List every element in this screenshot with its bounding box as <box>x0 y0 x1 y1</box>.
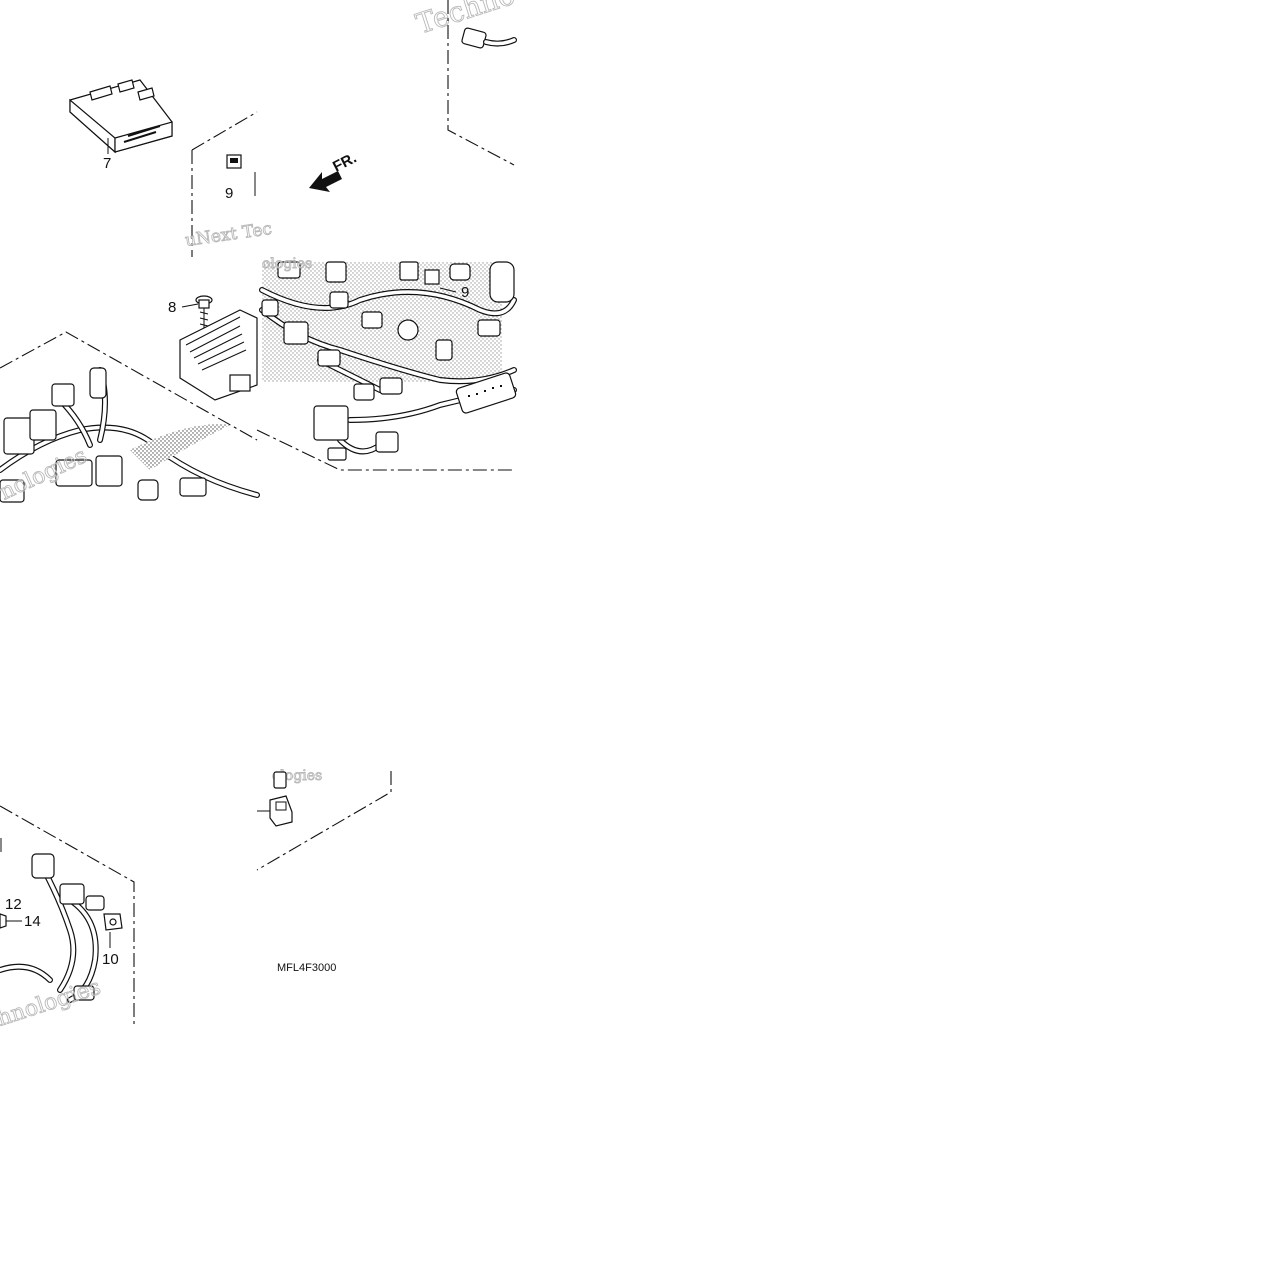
tile-top-left: 7 9 uNext Tec <box>69 79 274 257</box>
grommet-part-14[interactable] <box>0 913 7 929</box>
watermark: ologies <box>262 256 312 272</box>
tile-top-middle: Techno FR. <box>309 0 519 192</box>
connector-top-right[interactable] <box>461 27 517 49</box>
frame-line <box>0 331 258 441</box>
label-12: 12 <box>5 896 22 913</box>
watermark: uNext Tec <box>184 219 273 251</box>
label-8: 8 <box>168 299 176 316</box>
diagram-code: MFL4F3000 <box>277 962 336 974</box>
bolt-part-8[interactable] <box>195 295 213 330</box>
wire-harness-lower[interactable] <box>0 853 105 1003</box>
label-14: 14 <box>24 913 41 930</box>
leader-9-lower <box>439 287 457 293</box>
frame-line <box>0 805 135 1028</box>
label-9-upper: 9 <box>225 185 233 202</box>
front-direction-arrow: FR. <box>309 149 359 192</box>
label-10: 10 <box>102 951 119 968</box>
leader-8 <box>181 303 199 308</box>
frame-line <box>447 0 515 166</box>
tile-bottom-left: 10 14 12 hnologies <box>0 805 135 1032</box>
connector-part-9-upper[interactable] <box>226 154 242 169</box>
watermark: hnologies <box>0 975 104 1032</box>
label-9-lower: 9 <box>461 284 469 301</box>
wire-harness-main[interactable] <box>259 261 517 461</box>
frame-line <box>191 111 258 151</box>
front-label: FR. <box>330 149 359 175</box>
tile-middle-left: 8 nologies <box>0 295 260 506</box>
label-7: 7 <box>103 155 111 172</box>
connector-bottom-middle[interactable] <box>269 771 293 827</box>
regulator-rectifier[interactable] <box>179 309 258 401</box>
connector-part-9-lower[interactable] <box>424 269 440 285</box>
control-unit-part-7[interactable] <box>69 79 173 154</box>
clip-part-10[interactable] <box>103 913 123 931</box>
frame-line <box>256 429 514 471</box>
wire-harness-left[interactable] <box>0 367 260 503</box>
tile-center: 9 ologies <box>256 256 517 471</box>
frame-line <box>256 771 392 871</box>
tile-bottom-middle: ologies MFL4F3000 <box>256 768 392 974</box>
